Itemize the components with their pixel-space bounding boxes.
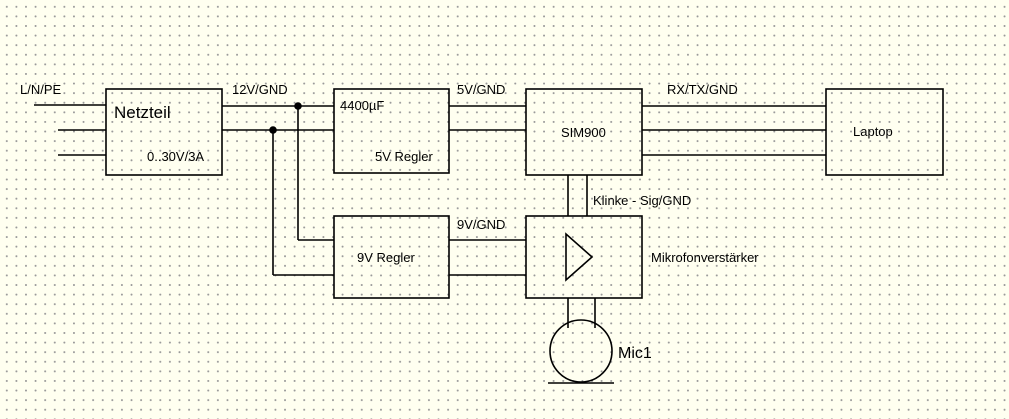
regler-9v-block: 9V Regler: [333, 215, 450, 299]
laptop-title: Laptop: [853, 124, 893, 139]
regler-5v-title: 5V Regler: [375, 149, 433, 164]
serial-wires: [642, 105, 826, 156]
audio-wires: [567, 175, 588, 216]
microphone-symbol: [548, 298, 614, 384]
mains-label: L/N/PE: [20, 82, 62, 97]
sim900-title: SIM900: [561, 125, 606, 140]
amplifier-block: [525, 215, 643, 299]
junction-dot: [269, 126, 277, 134]
laptop-block: Laptop: [825, 88, 944, 176]
supply-12v-wires: [222, 102, 334, 276]
netzteil-title: Netzteil: [114, 103, 171, 122]
amplifier-triangle-icon: [565, 232, 594, 282]
mains-wires: [34, 104, 106, 156]
netzteil-rating: 0..30V/3A: [147, 149, 204, 164]
supply-5v-label: 5V/GND: [457, 82, 505, 97]
microphone-label: Mic1: [618, 345, 652, 362]
supply-5v-wires: [449, 105, 526, 131]
microphone-icon: [549, 319, 613, 383]
regler-5v-block: 4400µF 5V Regler: [333, 88, 450, 174]
supply-9v-wires: [449, 239, 526, 276]
audio-label: Klinke - Sig/GND: [593, 193, 691, 208]
capacitor-label: 4400µF: [340, 98, 384, 113]
serial-label: RX/TX/GND: [667, 82, 738, 97]
netzteil-block: Netzteil 0..30V/3A: [105, 88, 223, 176]
supply-12v-label: 12V/GND: [232, 82, 288, 97]
supply-9v-label: 9V/GND: [457, 217, 505, 232]
amplifier-title: Mikrofonverstärker: [651, 250, 759, 265]
sim900-block: SIM900: [525, 88, 643, 176]
regler-9v-title: 9V Regler: [357, 250, 415, 265]
junction-dot: [294, 102, 302, 110]
